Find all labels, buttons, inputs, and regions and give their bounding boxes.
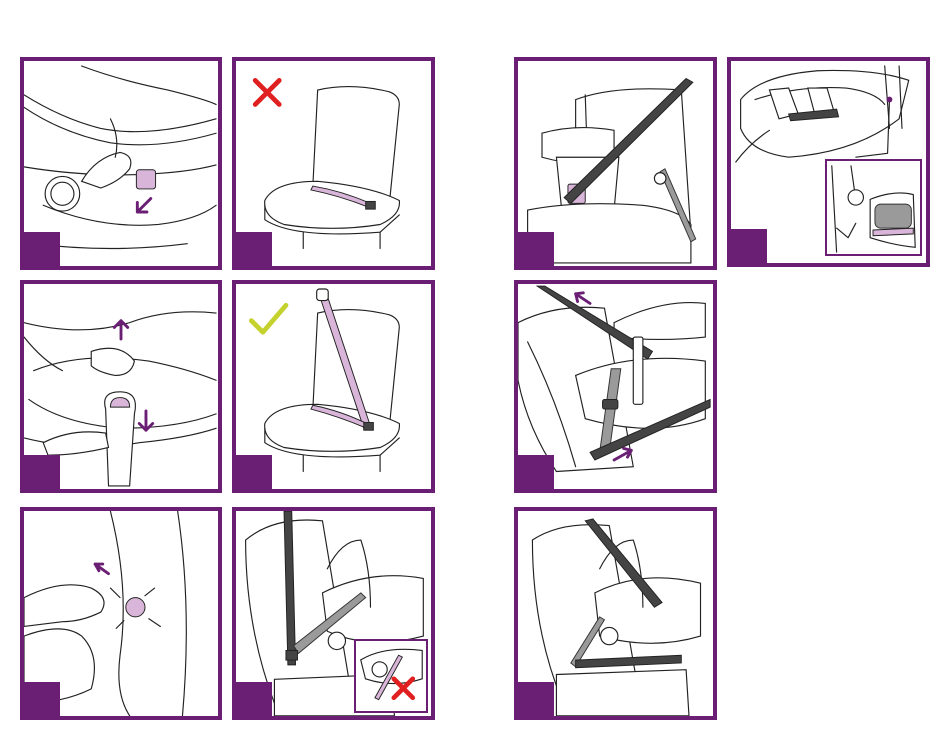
detail-illustration <box>827 161 920 254</box>
detail-inset-wrong <box>354 639 428 713</box>
detail-inset <box>825 159 922 256</box>
panel-8-press-button <box>20 507 222 720</box>
step-tab <box>518 682 554 716</box>
step-tab <box>236 232 272 266</box>
step-tab <box>24 232 60 266</box>
panel-1-carrier-handle <box>20 57 222 270</box>
wrong-routing-detail <box>356 641 426 711</box>
step-tab <box>731 229 767 263</box>
step-tab <box>518 455 554 489</box>
step-tab <box>24 682 60 716</box>
panel-5-canopy-adjust <box>20 280 222 493</box>
panel-7-belt-routing-tighten <box>514 280 717 493</box>
step-tab <box>24 455 60 489</box>
step-tab <box>236 455 272 489</box>
panel-3-carrier-in-seat <box>514 57 717 270</box>
panel-6-three-point-belt-correct <box>232 280 435 493</box>
panel-4-carrier-top-view <box>727 57 930 267</box>
panel-10-carrier-installed-correct <box>514 507 717 720</box>
step-tab <box>236 682 272 716</box>
panel-9-carrier-installed-wrong <box>232 507 435 720</box>
panel-2-lap-belt-wrong <box>232 57 435 270</box>
step-tab <box>518 232 554 266</box>
